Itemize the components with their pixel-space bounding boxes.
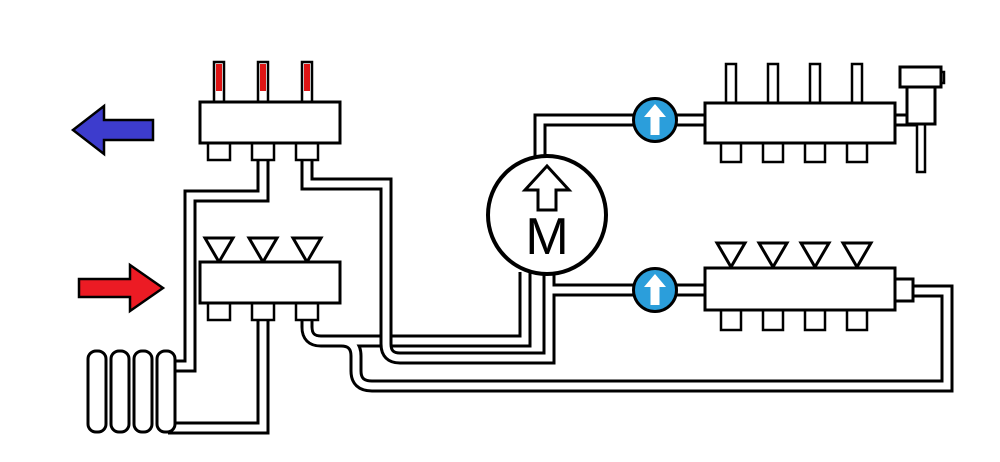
valve-stem [724,62,738,106]
mixer-label: M [525,208,568,266]
lower-pump [632,267,678,313]
manifold-port [803,308,827,332]
mixer-up-arrow-icon [521,163,573,212]
pipe-mixer-to-return-manifold-core [303,150,553,362]
lower-left-manifold [198,236,342,322]
pipe-radiator-return-core [168,306,267,432]
manifold-body [703,266,897,312]
radiator-section [132,349,154,434]
manifold-body [198,260,342,305]
flow-valve-icon [798,241,832,270]
return-flow-left-arrow-icon [70,103,155,157]
manifold-port [719,308,743,332]
valve-stem [766,62,780,106]
manifold-port [761,308,785,332]
flow-valve-icon [246,236,280,265]
manifold-port [250,141,276,162]
manifold-end-nipple [893,277,915,303]
pump-up-arrow-icon [644,274,666,305]
air-vent [898,65,946,174]
supply-flow-right-arrow-icon [77,262,166,314]
pipe-primary-return-riser-core [168,150,267,370]
radiator-section [109,349,131,434]
valve-stem [808,62,822,106]
radiator-section [155,349,177,434]
valve-stem-red-indicator [260,64,266,91]
valve-stem-red-indicator [304,64,310,91]
radiator [86,349,177,434]
manifold-port [845,141,869,164]
pipes [168,113,954,435]
upper-pump [632,97,678,143]
lower-right-manifold [703,241,915,332]
valve-stem-red-indicator [216,64,222,91]
upper-right-manifold [703,62,897,164]
flow-valve-icon [714,241,748,270]
manifold-port [294,301,320,322]
flow-valve-icon [756,241,790,270]
manifold-port [206,141,232,162]
manifold-port [719,141,743,164]
air-vent-stem [915,122,927,174]
manifold-port [294,141,320,162]
air-vent-body [905,84,937,126]
flow-valve-icon [202,236,236,265]
manifold-port [250,301,276,322]
pump-up-arrow-icon [644,104,666,135]
manifold-port [206,301,232,322]
manifold-port [761,141,785,164]
mixer-pump-unit: M [486,154,608,276]
upper-left-manifold [198,60,342,162]
manifold-port [803,141,827,164]
manifold-port [845,308,869,332]
manifold-body [198,100,342,145]
manifold-body [703,101,897,145]
flow-valve-icon [840,241,874,270]
pipe-supply-junction-patch [303,272,529,345]
mixer-circle [486,154,608,276]
radiator-section [86,349,108,434]
valve-stem [850,62,864,106]
air-vent-cap [898,65,943,89]
flow-valve-icon [290,236,324,265]
